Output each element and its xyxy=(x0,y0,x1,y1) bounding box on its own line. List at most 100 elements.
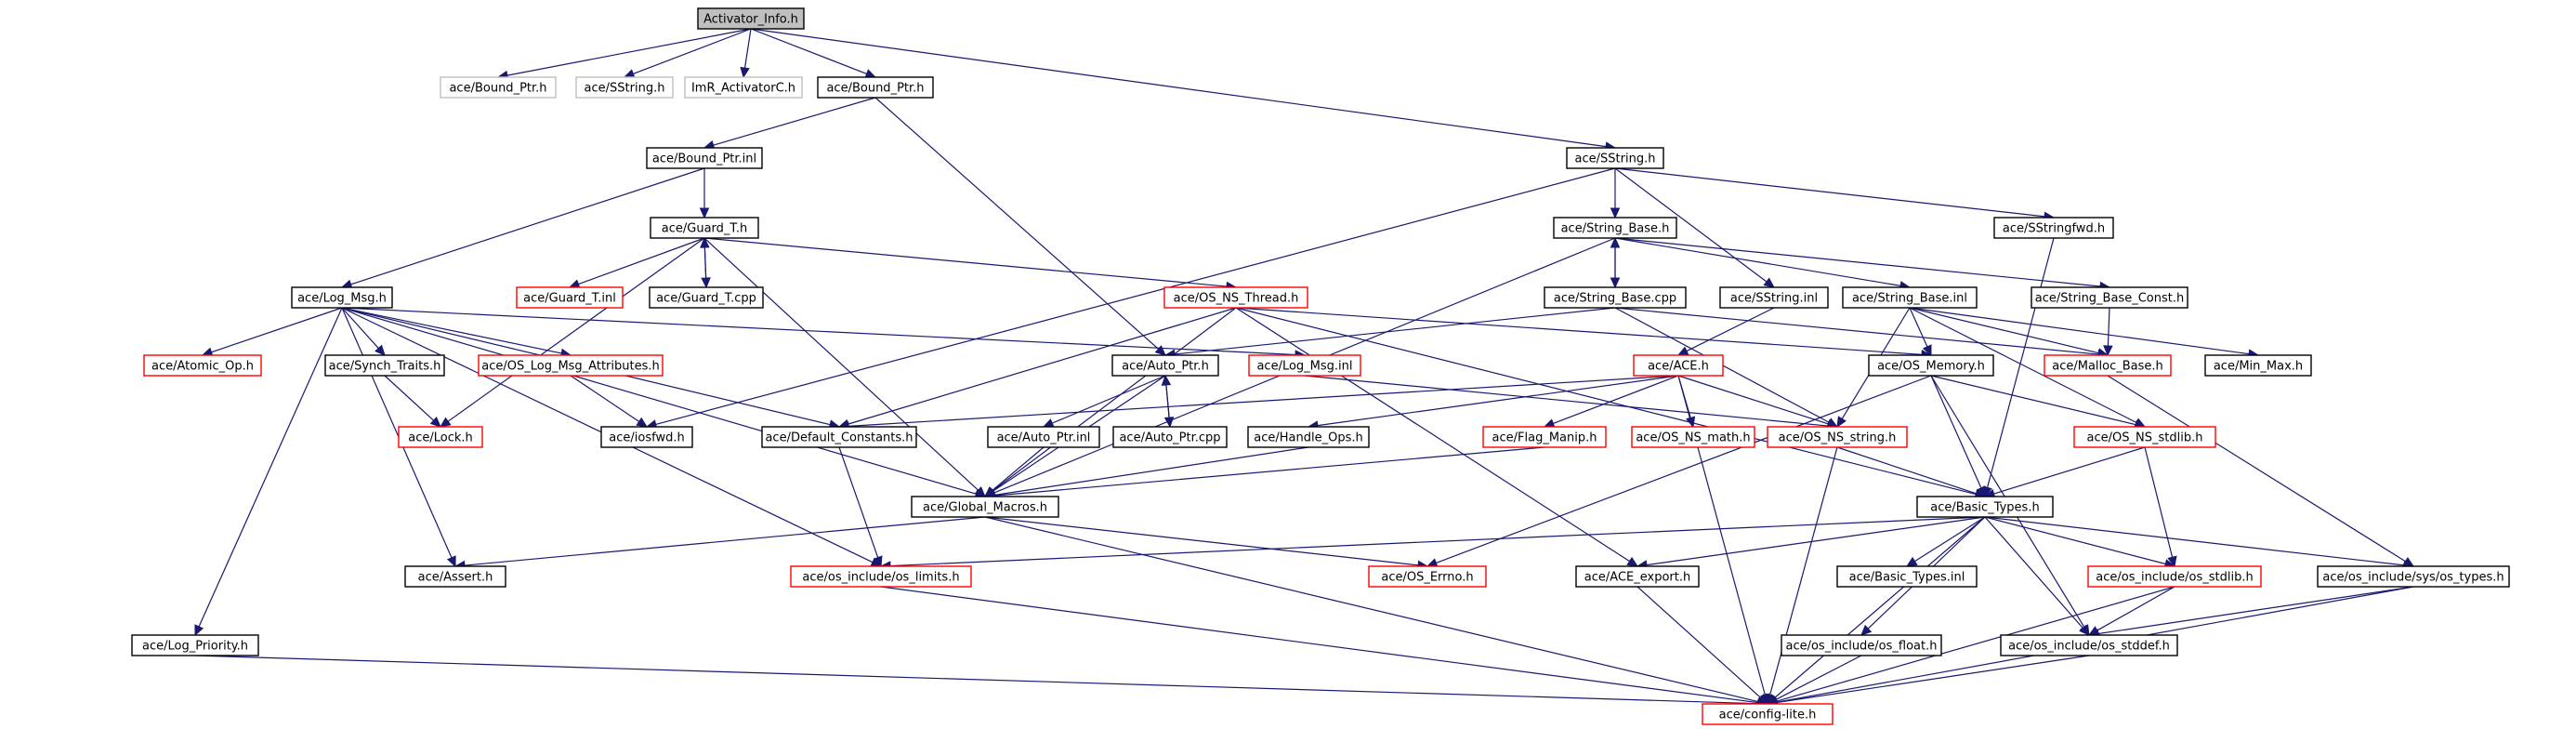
node-string-base-inl[interactable]: ace/String_Base.inl xyxy=(1842,286,1978,309)
node-label: ace/Bound_Ptr.h xyxy=(449,82,546,96)
node-basic-types-h[interactable]: ace/Basic_Types.h xyxy=(1916,496,2054,518)
edge-basic-types-h-to-os-limits-h xyxy=(889,516,1986,567)
node-string-base-h[interactable]: ace/String_Base.h xyxy=(1553,217,1677,239)
arrowhead-sstring-inl xyxy=(1763,277,1775,288)
node-bound-ptr-h-gray[interactable]: ace/Bound_Ptr.h xyxy=(440,76,557,99)
node-log-priority-h[interactable]: ace/Log_Priority.h xyxy=(131,634,259,656)
node-log-msg-inl[interactable]: ace/Log_Msg.inl xyxy=(1248,354,1361,377)
node-global-macros-h[interactable]: ace/Global_Macros.h xyxy=(911,496,1059,518)
node-guard-t-h[interactable]: ace/Guard_T.h xyxy=(650,217,759,239)
node-box xyxy=(1575,565,1700,588)
nodes-layer: Activator_Info.h ace/Bound_Ptr.h ace/SStri… xyxy=(131,7,2510,725)
node-label: ace/Log_Msg.h xyxy=(297,292,387,306)
node-auto-ptr-cpp[interactable]: ace/Auto_Ptr.cpp xyxy=(1112,426,1228,448)
node-iosfwd-h[interactable]: ace/iosfwd.h xyxy=(600,426,693,448)
node-box xyxy=(646,147,763,169)
node-imr-activatorc-h[interactable]: ImR_ActivatorC.h xyxy=(684,76,803,99)
node-string-base-const-h[interactable]: ace/String_Base_Const.h xyxy=(2031,286,2188,309)
node-os-limits-h[interactable]: ace/os_include/os_limits.h xyxy=(790,565,972,588)
node-label: ace/String_Base_Const.h xyxy=(2035,292,2184,306)
node-label: ImR_ActivatorC.h xyxy=(691,82,795,96)
node-basic-types-inl[interactable]: ace/Basic_Types.inl xyxy=(1836,565,1978,588)
node-config-lite-h[interactable]: ace/config-lite.h xyxy=(1702,703,1833,725)
node-auto-ptr-inl[interactable]: ace/Auto_Ptr.inl xyxy=(987,426,1100,448)
arrowhead-lock-h xyxy=(440,417,452,428)
node-label: ace/SString.h xyxy=(585,82,665,96)
node-box xyxy=(987,426,1100,448)
arrowhead-guard-t-h xyxy=(700,236,710,248)
edge-sstring-h-to-sstring-inl xyxy=(1614,167,1768,283)
node-os-types-h[interactable]: ace/os_include/sys/os_types.h xyxy=(2317,565,2510,588)
edge-string-base-inl-to-os-memory-h xyxy=(1909,307,1928,348)
node-box xyxy=(1368,565,1487,588)
arrowhead-lock-h xyxy=(429,417,441,428)
node-guard-t-inl[interactable]: ace/Guard_T.inl xyxy=(516,286,624,309)
arrowhead-os-limits-h xyxy=(873,555,883,568)
node-synch-traits-h[interactable]: ace/Synch_Traits.h xyxy=(324,354,445,377)
node-guard-t-cpp[interactable]: ace/Guard_T.cpp xyxy=(649,286,764,309)
edge-basic-types-h-to-os-types-h xyxy=(1984,516,2405,566)
edge-guard-t-cpp-to-guard-t-h xyxy=(703,246,707,288)
arrowhead-auto-ptr-h xyxy=(1154,345,1166,356)
node-os-log-msg-attributes-h[interactable]: ace/OS_Log_Msg_Attributes.h xyxy=(478,354,664,377)
edge-activator-info-h-to-imr-activatorc-h xyxy=(743,28,752,69)
node-handle-ops-h[interactable]: ace/Handle_Ops.h xyxy=(1247,426,1370,448)
node-box xyxy=(478,354,664,377)
node-os-stddef-h[interactable]: ace/os_include/os_stddef.h xyxy=(2000,634,2178,656)
node-label: ace/Malloc_Base.h xyxy=(2052,360,2163,374)
node-box xyxy=(1842,286,1978,309)
edge-string-base-const-h-to-malloc-base-h xyxy=(2107,307,2110,347)
edge-os-ns-thread-h-to-ace-export-h xyxy=(1235,307,1630,563)
node-box xyxy=(143,354,262,377)
node-box xyxy=(1482,426,1607,448)
arrowhead-imr-activatorc-h xyxy=(740,66,750,79)
node-label: ace/Synch_Traits.h xyxy=(329,360,441,374)
node-malloc-base-h[interactable]: ace/Malloc_Base.h xyxy=(2044,354,2172,377)
node-string-base-cpp[interactable]: ace/String_Base.cpp xyxy=(1544,286,1687,309)
node-box xyxy=(1767,426,1908,448)
node-os-ns-stdlib-h[interactable]: ace/OS_NS_stdlib.h xyxy=(2073,426,2216,448)
node-box xyxy=(1553,217,1677,239)
node-label: ace/Lock.h xyxy=(408,431,473,445)
edge-sstring-h-to-iosfwd-h xyxy=(655,167,1616,426)
node-box xyxy=(398,426,483,448)
node-assert-h[interactable]: ace/Assert.h xyxy=(404,565,506,588)
node-box xyxy=(440,76,557,99)
node-box xyxy=(1163,286,1308,309)
edge-os-stddef-h-to-config-lite-h xyxy=(1776,655,2090,704)
arrowhead-iosfwd-h xyxy=(636,417,649,428)
node-os-ns-math-h[interactable]: ace/OS_NS_math.h xyxy=(1631,426,1755,448)
node-flag-manip-h[interactable]: ace/Flag_Manip.h xyxy=(1482,426,1607,448)
node-min-max-h[interactable]: ace/Min_Max.h xyxy=(2204,354,2312,377)
edge-os-memory-h-to-basic-types-h xyxy=(1930,375,1982,489)
node-sstring-inl[interactable]: ace/SString.inl xyxy=(1719,286,1829,309)
node-ace-export-h[interactable]: ace/ACE_export.h xyxy=(1575,565,1700,588)
node-log-msg-h[interactable]: ace/Log_Msg.h xyxy=(291,286,393,309)
node-os-float-h[interactable]: ace/os_include/os_float.h xyxy=(1781,634,1942,656)
node-os-memory-h[interactable]: ace/OS_Memory.h xyxy=(1868,354,1994,377)
node-atomic-op-h[interactable]: ace/Atomic_Op.h xyxy=(143,354,262,377)
node-sstringfwd-h[interactable]: ace/SStringfwd.h xyxy=(1993,217,2114,239)
node-os-ns-string-h[interactable]: ace/OS_NS_string.h xyxy=(1767,426,1908,448)
node-label: ace/config-lite.h xyxy=(1719,709,1817,722)
node-auto-ptr-h[interactable]: ace/Auto_Ptr.h xyxy=(1111,354,1219,377)
node-label: ace/String_Base.h xyxy=(1561,222,1670,236)
node-default-constants-h[interactable]: ace/Default_Constants.h xyxy=(761,426,917,448)
node-os-ns-thread-h[interactable]: ace/OS_NS_Thread.h xyxy=(1163,286,1308,309)
node-lock-h[interactable]: ace/Lock.h xyxy=(398,426,483,448)
node-box xyxy=(790,565,972,588)
node-bound-ptr-h[interactable]: ace/Bound_Ptr.h xyxy=(817,76,934,99)
edge-string-base-h-to-string-base-inl xyxy=(1614,237,1901,286)
edge-log-msg-h-to-atomic-op-h xyxy=(211,307,343,353)
node-os-stdlib-h[interactable]: ace/os_include/os_stdlib.h xyxy=(2087,565,2262,588)
node-activator-info-h[interactable]: Activator_Info.h xyxy=(697,7,805,30)
node-box xyxy=(575,76,674,99)
node-os-errno-h[interactable]: ace/OS_Errno.h xyxy=(1368,565,1487,588)
edge-bound-ptr-h-to-auto-ptr-h xyxy=(874,97,1159,350)
node-ace-h[interactable]: ace/ACE.h xyxy=(1633,354,1724,377)
node-label: ace/os_include/os_stddef.h xyxy=(2008,640,2170,654)
node-bound-ptr-inl[interactable]: ace/Bound_Ptr.inl xyxy=(646,147,763,169)
node-sstring-h[interactable]: ace/SString.h xyxy=(1566,147,1664,169)
node-sstring-h-gray[interactable]: ace/SString.h xyxy=(575,76,674,99)
node-label: ace/os_include/sys/os_types.h xyxy=(2322,571,2504,585)
